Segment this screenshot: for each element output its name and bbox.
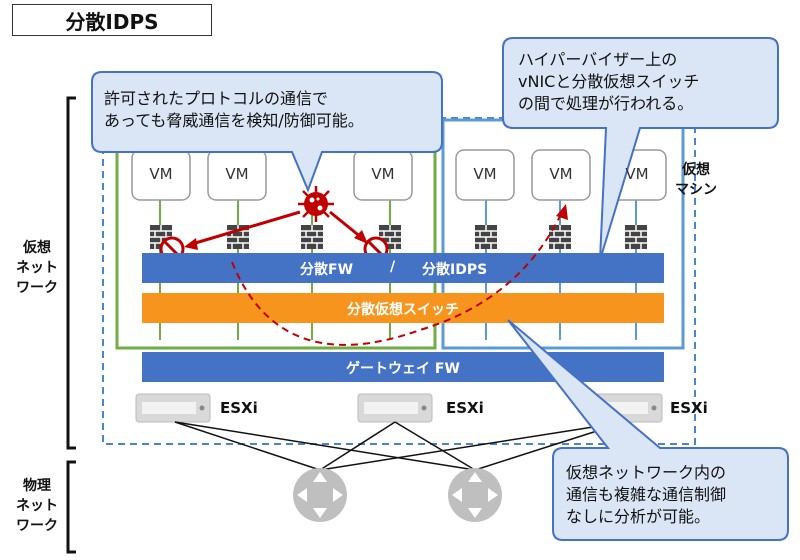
callout-hypervisor-text: ハイパーバイザー上の vNICと分散仮想スイッチ の間で処理が行われる。 [518, 50, 700, 113]
vm-label: VM [149, 165, 173, 183]
physical-network-label: 物理 ネット ワーク [16, 478, 58, 534]
fw-label: 分散FW [300, 262, 354, 278]
diagram-title: 分散IDPS [12, 4, 212, 36]
firewall-icon-group [150, 225, 647, 249]
virtual-network-bracket [66, 96, 76, 450]
esxi-server-icon [135, 393, 211, 423]
vm-label: VM [625, 165, 649, 183]
callout-threat-text: 許可されたプロトコルの通信で あっても脅威通信を検知/防御可能。 [104, 89, 364, 130]
callout-threat-shape [91, 71, 443, 193]
callout-analysis-shape [507, 319, 789, 541]
virtual-machine-label: 仮想 マシン [675, 162, 717, 198]
callout-hypervisor-shape [502, 37, 779, 261]
distributed-switch-bar [142, 293, 664, 323]
vm-label: VM [371, 165, 395, 183]
esxi-label: ESXi [670, 399, 708, 417]
virtual-network-label: 仮想 ネット ワーク [16, 240, 58, 296]
vm-box [455, 149, 515, 201]
distributed-fw-idps-bar [142, 253, 664, 283]
vm-label: VM [473, 165, 497, 183]
vm-label: VM [225, 165, 249, 183]
esxi-label: ESXi [446, 399, 484, 417]
gateway-fw-label: ゲートウェイ FW [346, 361, 460, 377]
fw-separator: / [390, 259, 396, 275]
physical-network-bracket [66, 460, 76, 554]
callout-analysis-text: 仮想ネットワーク内の 通信も複雑な通信制御 なしに分析が可能。 [566, 463, 727, 526]
esxi-label: ESXi [220, 399, 258, 417]
vm-label: VM [549, 165, 573, 183]
router-icon [448, 468, 502, 522]
virus-icon [298, 186, 334, 222]
switch-label: 分散仮想スイッチ [347, 302, 459, 318]
router-icon [293, 468, 347, 522]
vm-box [531, 149, 591, 201]
esxi-server-icon [357, 393, 433, 423]
esxi-cluster-boundary [102, 117, 696, 445]
idps-label: 分散IDPS [422, 262, 488, 278]
